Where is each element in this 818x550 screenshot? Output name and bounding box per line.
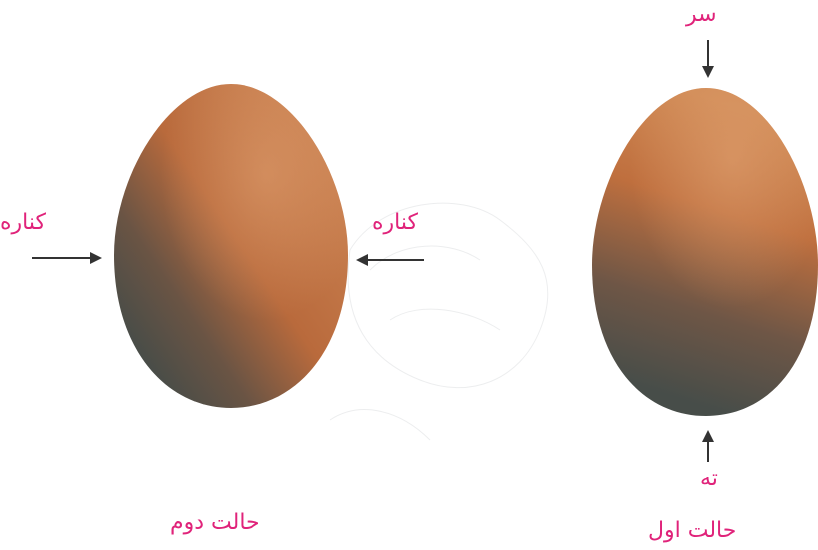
caption-case-one: حالت اول [648, 520, 736, 542]
arrow-bottom [702, 430, 714, 462]
egg-case-two [114, 84, 348, 408]
egg-case-one [592, 88, 818, 416]
label-side-right: کناره [372, 212, 418, 234]
label-bottom: ته [700, 468, 718, 490]
arrow-side-left [32, 252, 102, 264]
label-side-left: کناره [0, 212, 46, 234]
background-sketch [330, 203, 548, 440]
arrow-top [702, 40, 714, 78]
caption-case-two: حالت دوم [170, 512, 260, 534]
label-top: سر [686, 4, 717, 26]
